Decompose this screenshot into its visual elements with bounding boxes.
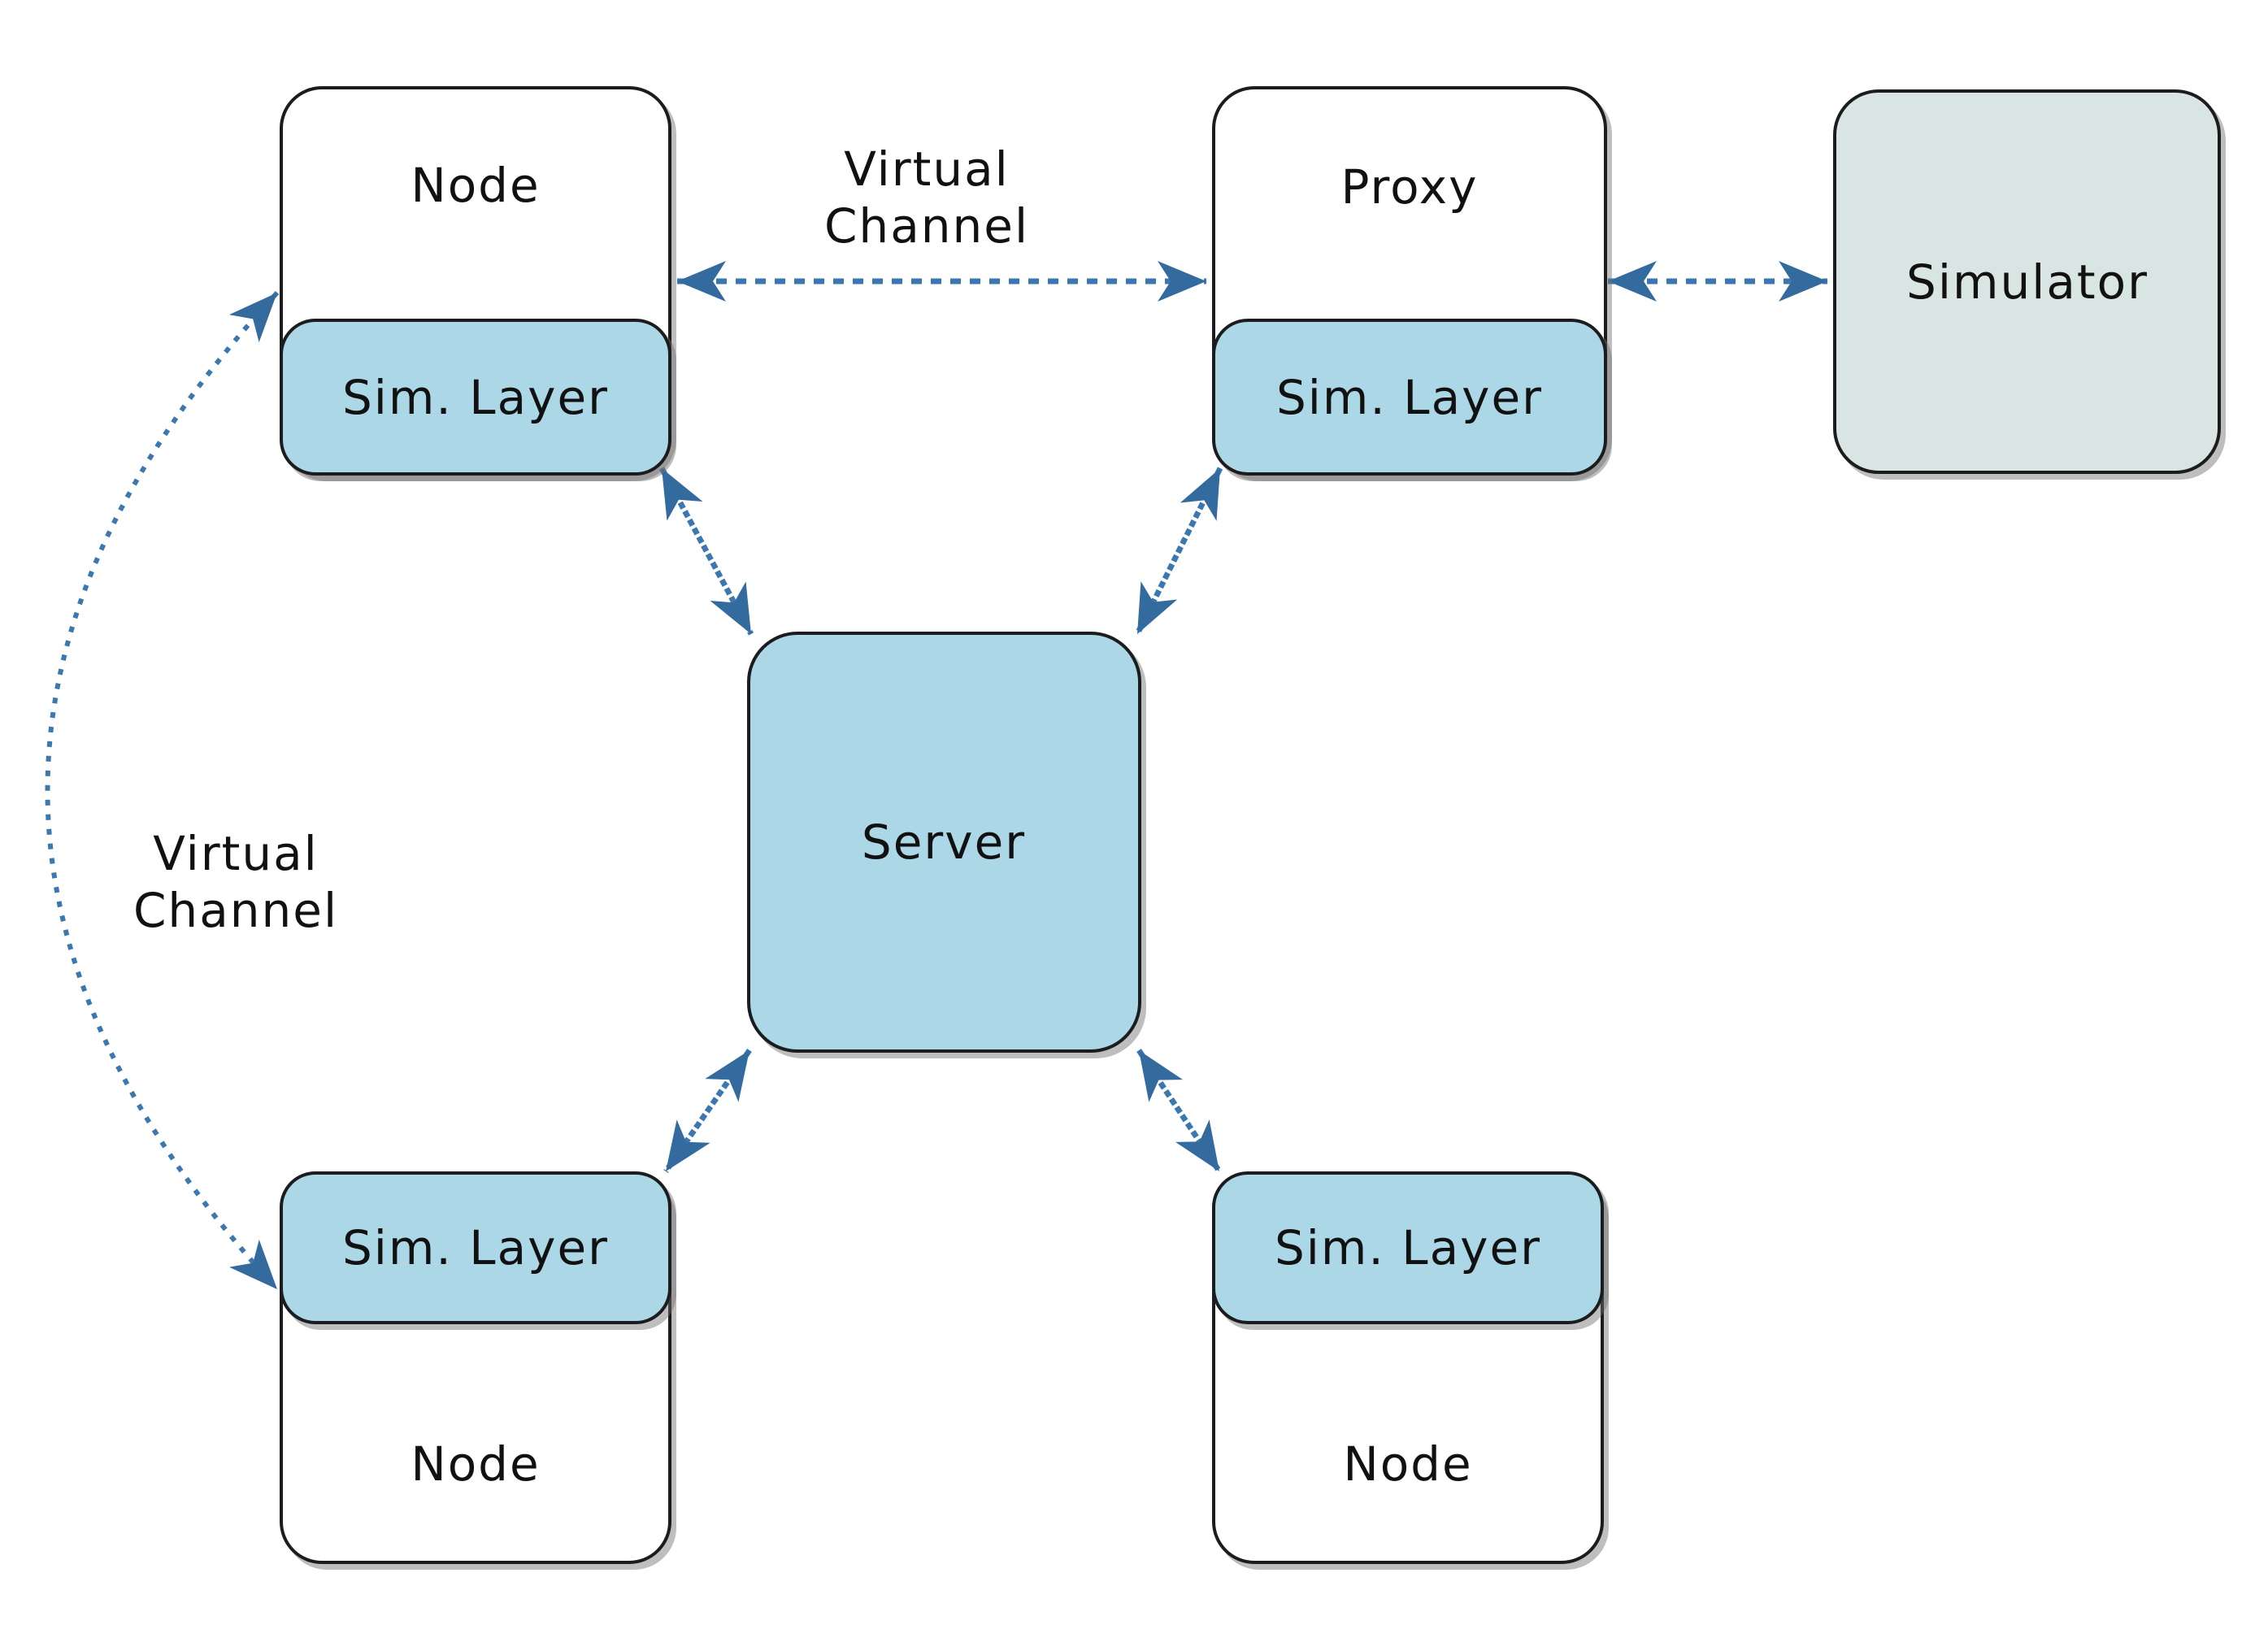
virtual-channel-arrow-left (45, 290, 280, 1292)
virtual-channel-label-top-line1: Virtual (844, 141, 1010, 197)
virtual-channel-label-top: Virtual Channel (824, 141, 1029, 254)
server-simlayer-arrow-bottom-right (1136, 1049, 1222, 1173)
sim-layer-proxy-box (1212, 319, 1607, 476)
node-bottom-left-label: Node (411, 1436, 541, 1492)
server-simlayer-arrow-top-right (1134, 467, 1223, 636)
server-label: Server (861, 815, 1027, 870)
sim-layer-bottom-left-box (280, 1171, 671, 1324)
server-box (747, 632, 1141, 1053)
sim-layer-bottom-right-label: Sim. Layer (1274, 1220, 1542, 1275)
virtual-channel-label-left-line1: Virtual (153, 826, 319, 881)
virtual-channel-label-top-line2: Channel (823, 198, 1030, 254)
virtual-channel-label-left: Virtual Channel (133, 825, 338, 939)
simulator-box (1833, 89, 2221, 474)
virtual-channel-label-left-line2: Channel (133, 883, 339, 938)
node-bottom-right-label: Node (1343, 1436, 1473, 1492)
sim-layer-bottom-right-box (1212, 1171, 1604, 1324)
proxy-label: Proxy (1340, 159, 1479, 215)
simulator-label: Simulator (1906, 254, 2149, 310)
sim-layer-top-left-box (280, 319, 671, 476)
sim-layer-proxy-label: Sim. Layer (1275, 370, 1544, 425)
server-simlayer-arrow-bottom-left (663, 1049, 752, 1173)
server-simlayer-arrow-top-left (658, 467, 754, 636)
node-top-left-label: Node (411, 158, 541, 213)
sim-layer-bottom-left-label: Sim. Layer (341, 1220, 610, 1275)
sim-layer-top-left-label: Sim. Layer (341, 370, 610, 425)
